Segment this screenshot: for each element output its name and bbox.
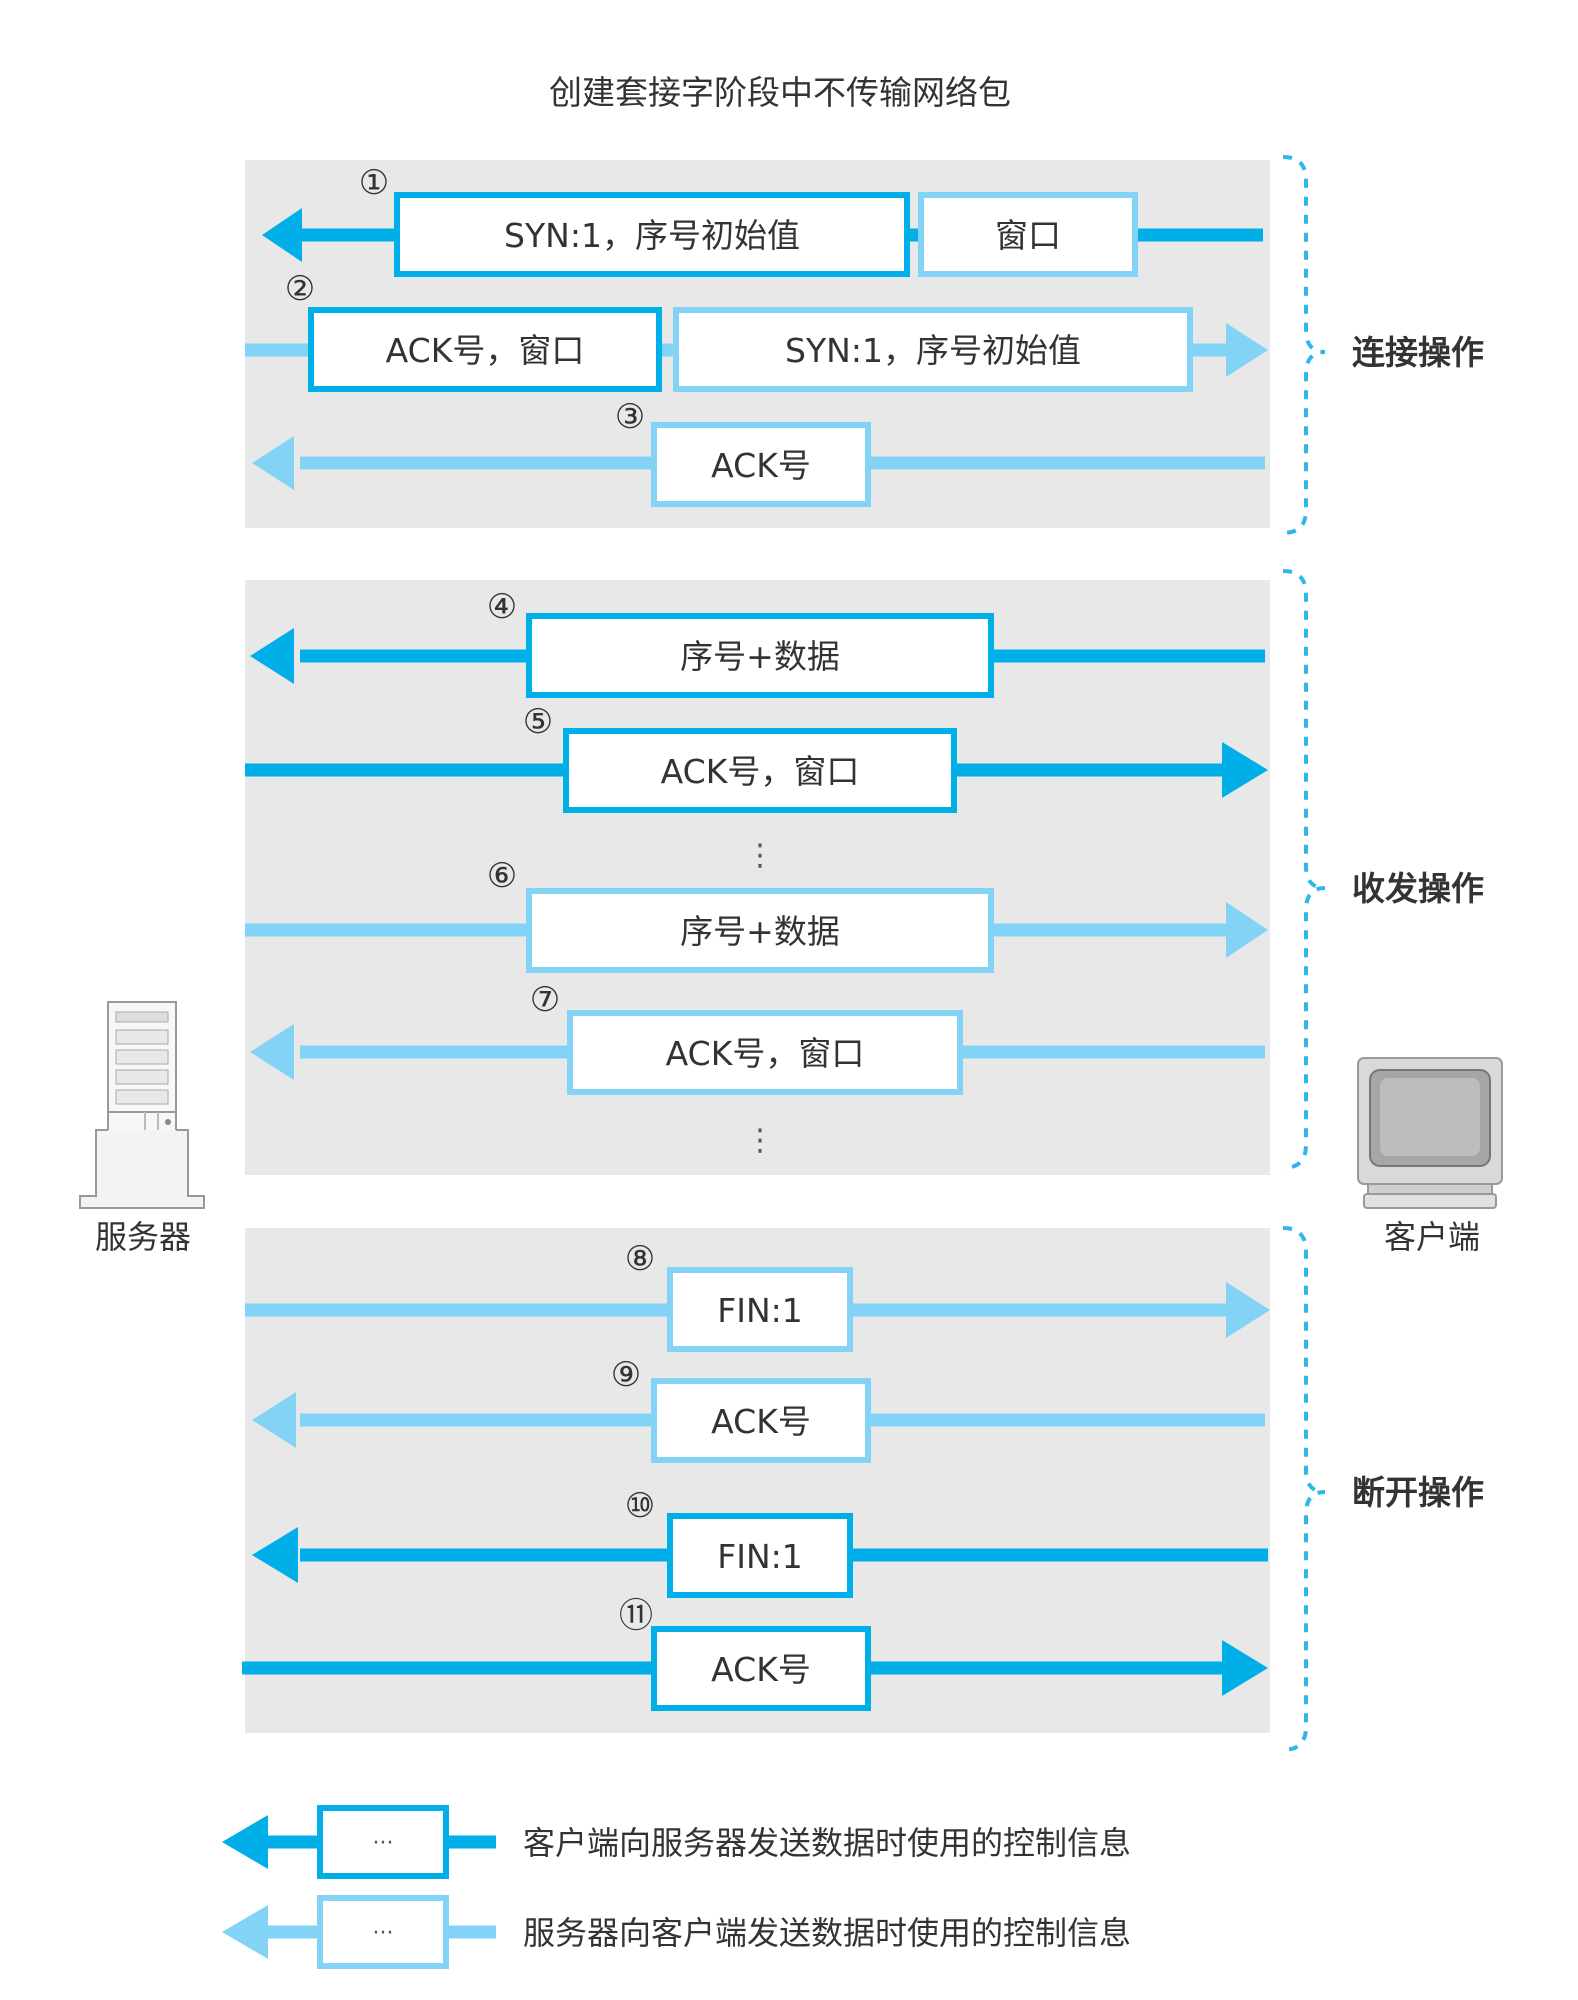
message-11: ACK号 ⑪ — [242, 1596, 1268, 1711]
message-1: SYN:1，序号初始值 窗口 ① — [262, 163, 1263, 277]
arrow-head — [252, 1527, 298, 1583]
message-box — [308, 307, 662, 392]
brace-connect — [1282, 155, 1326, 535]
step-number: ③ — [615, 397, 645, 437]
arrow-head — [1226, 902, 1268, 958]
message-box-text: SYN:1，序号初始值 — [785, 331, 1081, 370]
legend-client-to-server: ··· 客户端向服务器发送数据时使用的控制信息 — [222, 1805, 1131, 1879]
message-box — [651, 1626, 871, 1711]
legend-arrow-head — [222, 1815, 268, 1869]
message-10: FIN:1 ⑩ — [252, 1486, 1268, 1598]
message-box — [567, 1010, 963, 1095]
section-label-connect: 连接操作 — [1352, 333, 1484, 372]
arrow-head — [250, 628, 294, 684]
step-number: ⑥ — [487, 856, 517, 896]
section-label-transfer: 收发操作 — [1352, 869, 1484, 908]
message-box-text: 窗口 — [995, 216, 1061, 255]
message-box — [394, 192, 910, 277]
message-box-text: 序号+数据 — [680, 912, 840, 951]
ellipsis-mark: ⋮ — [745, 838, 775, 873]
legend-text: 客户端向服务器发送数据时使用的控制信息 — [523, 1824, 1131, 1862]
legend-symbol: ··· — [373, 1921, 394, 1946]
step-number: ⑪ — [619, 1596, 653, 1636]
message-5: ACK号，窗口 ⑤ — [245, 702, 1268, 813]
message-box — [526, 613, 994, 698]
arrow-head — [252, 1392, 296, 1448]
server-label: 服务器 — [95, 1218, 191, 1256]
message-9: ACK号 ⑨ — [252, 1355, 1265, 1463]
message-box — [563, 728, 957, 813]
brace-disconnect — [1282, 1226, 1326, 1752]
ellipsis-mark: ⋮ — [745, 1123, 775, 1158]
message-box-text: ACK号，窗口 — [666, 1034, 865, 1073]
server-icon — [79, 1001, 205, 1209]
message-3: ACK号 ③ — [252, 397, 1265, 507]
arrow-head — [262, 208, 302, 262]
arrow-head — [1222, 742, 1268, 798]
diagram-title: 创建套接字阶段中不传输网络包 — [549, 73, 1011, 112]
message-box — [651, 1378, 871, 1463]
message-4: 序号+数据 ④ — [250, 587, 1265, 698]
legend-server-to-client: ··· 服务器向客户端发送数据时使用的控制信息 — [222, 1895, 1131, 1969]
legend-box — [317, 1805, 449, 1879]
legend-box — [317, 1895, 449, 1969]
message-box-text: ACK号，窗口 — [661, 752, 860, 791]
message-box-text: ACK号，窗口 — [386, 331, 585, 370]
step-number: ⑧ — [625, 1239, 655, 1279]
legend-text: 服务器向客户端发送数据时使用的控制信息 — [523, 1914, 1131, 1952]
message-6: 序号+数据 ⑥ — [245, 856, 1268, 973]
section-label-disconnect: 断开操作 — [1352, 1473, 1484, 1512]
message-box — [526, 888, 994, 973]
message-7: ACK号，窗口 ⑦ — [250, 980, 1265, 1095]
client-label: 客户端 — [1384, 1218, 1480, 1256]
brace-transfer — [1282, 569, 1326, 1170]
arrow-head — [1226, 1282, 1270, 1338]
message-box — [651, 422, 871, 507]
message-2: ACK号，窗口 SYN:1，序号初始值 ② — [245, 269, 1268, 392]
message-box-text: ACK号 — [711, 1650, 811, 1689]
step-number: ② — [285, 269, 315, 309]
step-number: ⑦ — [530, 980, 560, 1020]
message-box — [667, 1513, 853, 1598]
step-number: ⑨ — [611, 1355, 641, 1395]
message-box-text: FIN:1 — [717, 1291, 803, 1330]
message-box-text: 序号+数据 — [680, 637, 840, 676]
message-box — [667, 1267, 853, 1352]
message-box — [673, 307, 1193, 392]
step-number: ⑩ — [625, 1486, 655, 1526]
arrow-head — [250, 1024, 294, 1080]
step-number: ④ — [487, 587, 517, 627]
arrow-head — [252, 436, 294, 490]
step-number: ① — [359, 163, 389, 203]
arrow-head — [1226, 323, 1268, 377]
message-box-text: ACK号 — [711, 446, 811, 485]
message-box-text: ACK号 — [711, 1402, 811, 1441]
message-box-text: FIN:1 — [717, 1537, 803, 1576]
step-number: ⑤ — [523, 702, 553, 742]
message-8: FIN:1 ⑧ — [245, 1239, 1270, 1352]
legend-symbol: ··· — [373, 1831, 394, 1856]
arrow-head — [1222, 1640, 1268, 1696]
message-box-text: SYN:1，序号初始值 — [504, 216, 800, 255]
message-box — [918, 192, 1138, 277]
legend-arrow-head — [222, 1905, 268, 1959]
monitor-icon — [1357, 1057, 1503, 1209]
